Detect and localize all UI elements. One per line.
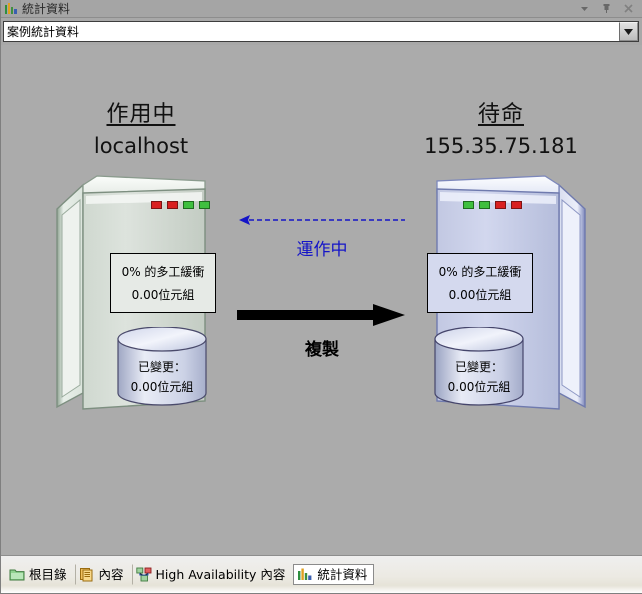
node-active-host: localhost — [93, 134, 189, 158]
node-standby-host: 155.35.75.181 — [424, 134, 578, 158]
tab-high-availability-properties-label: High Availability 內容 — [155, 567, 286, 582]
tab-high-availability-properties[interactable]: High Availability 內容 — [131, 564, 293, 585]
combobox-dropdown-button[interactable] — [619, 22, 638, 41]
led-red — [167, 201, 178, 209]
combobox-value: 案例統計資料 — [7, 24, 80, 39]
network-icon — [135, 567, 151, 582]
changed-label-standby: 已變更： — [454, 360, 503, 374]
buffer-stat-box-standby: 0% 的多工緩衝 0.00位元組 — [427, 253, 533, 313]
chevron-down-icon — [624, 28, 633, 35]
solid-right-arrow-icon — [237, 304, 405, 326]
statistics-selector-bar: 案例統計資料 — [1, 18, 642, 45]
node-active: 作用中 localhost — [53, 102, 229, 417]
tab-properties[interactable]: 內容 — [74, 564, 131, 585]
led-red — [151, 201, 162, 209]
statistics-combobox[interactable]: 案例統計資料 — [3, 21, 639, 42]
pin-icon[interactable] — [600, 2, 613, 15]
node-standby: 待命 155.35.75.181 — [413, 102, 589, 417]
chevron-down-icon[interactable] — [578, 2, 591, 15]
server-led-row-standby — [463, 201, 522, 209]
server-graphic-standby[interactable]: 0% 的多工緩衝 0.00位元組 已變更： 0.00位元組 — [413, 171, 589, 417]
tab-statistics[interactable]: 統計資料 — [293, 564, 375, 585]
buffer-stat-box-active: 0% 的多工緩衝 0.00位元組 — [110, 253, 216, 313]
close-icon[interactable] — [622, 2, 635, 15]
led-green — [479, 201, 490, 209]
changed-bytes-standby: 0.00位元組 — [447, 380, 511, 394]
node-active-role: 作用中 — [106, 102, 176, 127]
dashed-left-arrow-icon — [239, 215, 405, 225]
led-green — [199, 201, 210, 209]
tab-properties-label: 內容 — [98, 567, 124, 582]
database-cylinder-active — [117, 327, 207, 406]
led-green — [183, 201, 194, 209]
changed-bytes-active: 0.00位元組 — [130, 380, 194, 394]
buffer-bytes-active: 0.00位元組 — [131, 287, 195, 302]
replication-diagram: 作用中 localhost — [1, 45, 642, 556]
tab-root-label: 根目錄 — [29, 567, 67, 582]
documents-icon — [79, 568, 93, 582]
database-label-standby: 已變更： 0.00位元組 — [433, 359, 525, 395]
window-title: 統計資料 — [22, 1, 71, 16]
tab-statistics-label: 統計資料 — [317, 567, 368, 582]
led-red — [511, 201, 522, 209]
window-titlebar: 統計資料 — [1, 0, 642, 18]
window-controls — [578, 2, 642, 15]
buffer-percent-standby: 0% 的多工緩衝 — [438, 264, 522, 279]
folder-icon — [9, 569, 25, 581]
buffer-percent-active: 0% 的多工緩衝 — [121, 264, 205, 279]
bar-chart-icon — [298, 568, 312, 580]
node-standby-role: 待命 — [477, 102, 524, 127]
arrow-running-label: 運作中 — [296, 240, 348, 260]
buffer-bytes-standby: 0.00位元組 — [448, 287, 512, 302]
server-led-row-active — [151, 201, 210, 209]
led-green — [463, 201, 474, 209]
server-graphic-active[interactable]: 0% 的多工緩衝 0.00位元組 已變更： 0.00位元組 — [53, 171, 229, 417]
bottom-tab-bar: 根目錄 內容 High Availability 內容 — [1, 555, 642, 593]
database-cylinder-standby — [434, 327, 524, 406]
arrow-replication: 複製 — [237, 303, 407, 361]
led-red — [495, 201, 506, 209]
arrow-replication-label: 複製 — [305, 340, 339, 360]
database-label-active: 已變更： 0.00位元組 — [116, 359, 208, 395]
bar-chart-icon — [5, 3, 17, 14]
arrow-running: 運作中 — [237, 213, 407, 261]
changed-label-active: 已變更： — [137, 360, 186, 374]
tab-root[interactable]: 根目錄 — [5, 564, 74, 585]
